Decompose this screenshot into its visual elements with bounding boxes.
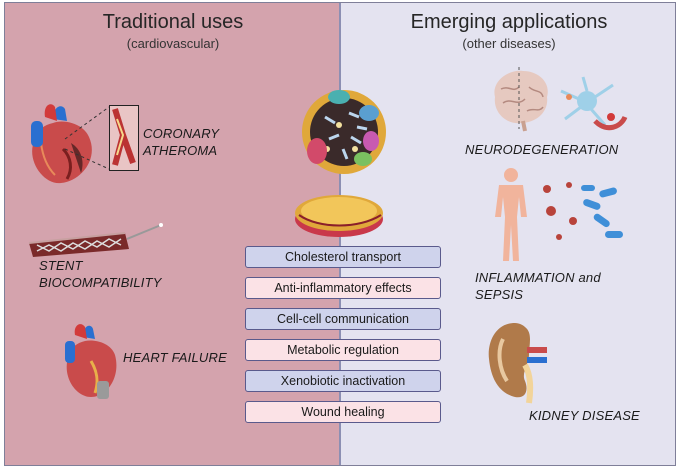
coronary-atheroma-label: CORONARY ATHEROMA xyxy=(143,125,219,159)
kidney-disease-label: KIDNEY DISEASE xyxy=(529,407,640,424)
zoom-connector-icon xyxy=(64,106,110,170)
left-panel-subtitle: (cardiovascular) xyxy=(126,36,220,51)
pathogen-icon xyxy=(543,182,623,240)
function-box: Metabolic regulation xyxy=(245,339,441,361)
stent-biocompatibility-label: STENT BIOCOMPATIBILITY xyxy=(39,257,162,291)
neuron-icon xyxy=(560,76,628,131)
human-body-icon xyxy=(495,168,527,261)
failing-heart-icon xyxy=(65,324,117,399)
right-panel-subtitle: (other diseases) xyxy=(462,36,556,51)
coronary-atheroma-line-2: ATHEROMA xyxy=(143,143,218,158)
lipoprotein-particle-icon xyxy=(302,90,386,174)
heart-icon xyxy=(31,104,92,184)
function-box: Wound healing xyxy=(245,401,441,423)
function-box: Cell-cell communication xyxy=(245,308,441,330)
stent-biocompatibility-line-2: BIOCOMPATIBILITY xyxy=(39,275,162,290)
heart-failure-label: HEART FAILURE xyxy=(123,349,227,366)
neurodegeneration-line-1: NEURODEGENERATION xyxy=(465,142,619,157)
inflammation-sepsis-line-2: SEPSIS xyxy=(475,287,524,302)
function-box: Cholesterol transport xyxy=(245,246,441,268)
coronary-atheroma-line-1: CORONARY xyxy=(143,126,220,141)
figure-frame: Traditional uses (cardiovascular) CORONA… xyxy=(4,2,676,466)
traditional-uses-panel: Traditional uses (cardiovascular) CORONA… xyxy=(5,3,341,465)
right-panel-title: Emerging applications xyxy=(410,11,608,33)
coronary-artery-icon xyxy=(109,105,139,171)
kidney-icon xyxy=(488,323,547,404)
function-box: Anti-inflammatory effects xyxy=(245,277,441,299)
left-panel-title: Traditional uses xyxy=(102,11,244,33)
stent-biocompatibility-line-1: STENT xyxy=(39,258,83,273)
function-box: Xenobiotic inactivation xyxy=(245,370,441,392)
emerging-applications-panel: Emerging applications (other diseases) N… xyxy=(341,3,675,465)
neurodegeneration-label: NEURODEGENERATION xyxy=(465,141,618,158)
inflammation-sepsis-line-1: INFLAMMATION and xyxy=(475,270,601,285)
stent-icon xyxy=(28,223,163,257)
inflammation-sepsis-label: INFLAMMATION and SEPSIS xyxy=(475,269,601,303)
kidney-disease-line-1: KIDNEY DISEASE xyxy=(529,408,640,423)
discoidal-hdl-icon xyxy=(295,195,383,237)
brain-icon xyxy=(494,67,548,132)
heart-failure-line-1: HEART FAILURE xyxy=(123,350,227,365)
